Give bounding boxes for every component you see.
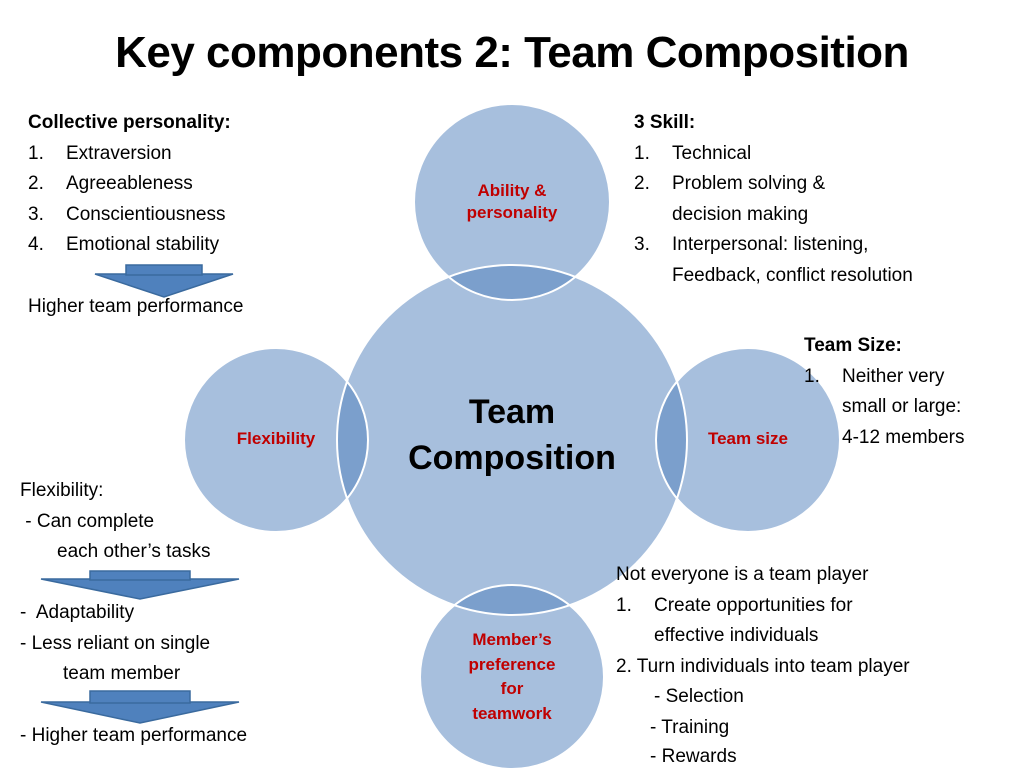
circle-outlines [183,103,841,768]
slide-title: Key components 2: Team Composition [115,28,909,77]
personality-result: Higher team performance [28,296,244,317]
list-item: 4.Emotional stability [28,234,220,255]
down-arrow [94,264,234,298]
flexibility-label: Flexibility [236,429,316,448]
flexibility-benefits: - Adaptability - Less reliant on single … [20,602,211,684]
personality-note: Collective personality: 1.Extraversion 2… [28,108,231,261]
flexibility-note: Flexibility: - Can complete each other’s… [20,480,211,562]
skill-note: 3 Skill: 1.Technical 2.Problem solving &… [634,108,913,291]
list-item: 3.Interpersonal: listening,Feedback, con… [634,234,913,286]
list-item: 1.Technical [634,142,752,164]
list-item: 2.Problem solving &decision making [634,173,826,225]
down-arrow [40,690,240,724]
list-item: 1.Extraversion [28,142,172,164]
center-label: Team Composition [408,393,616,477]
personality-list: 1.Extraversion 2.Agreeableness 3.Conscie… [28,139,231,261]
team-size-circle [656,348,840,532]
ability-circle [414,104,610,300]
skill-heading: 3 Skill: [634,112,696,133]
list-item: 3.Conscientiousness [28,203,226,225]
preference-circle [420,585,604,768]
personality-heading: Collective personality: [28,112,231,133]
team-player-note: Not everyone is a team player 1.Create o… [616,564,910,767]
ability-label: Ability & personality [466,181,558,222]
flexibility-circle [184,348,368,532]
team-size-label: Team size [707,429,788,448]
team-size-heading: Team Size: [804,335,902,356]
list-item: 2.Agreeableness [28,173,193,194]
skill-list: 1.Technical 2.Problem solving &decision … [634,139,913,292]
outer-circles [184,104,840,768]
center-circle [337,265,687,615]
down-arrow [40,570,240,600]
flexibility-result: - Higher team performance [20,725,248,746]
preference-label: Member’s preference for teamwork [468,630,556,723]
